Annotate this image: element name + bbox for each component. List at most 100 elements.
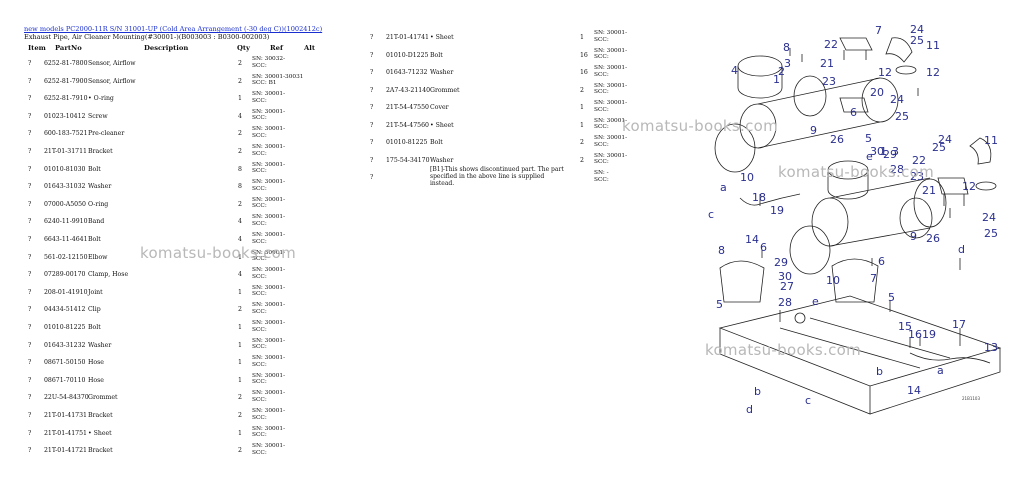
svg-text:26: 26 bbox=[926, 232, 940, 245]
partno-cell: 21T-01-41731 bbox=[44, 412, 87, 419]
partno-cell: 21T-01-41751 bbox=[44, 429, 87, 437]
watermark: komatsu-books.com bbox=[778, 163, 935, 181]
svg-text:25: 25 bbox=[984, 227, 998, 240]
partno-cell: 21T-54-47560 bbox=[386, 121, 429, 129]
description-cell: Clip bbox=[88, 306, 101, 314]
item-cell: ? bbox=[28, 376, 32, 384]
partno-cell: 08671-50150 bbox=[44, 359, 86, 367]
description-cell: Joint bbox=[88, 288, 103, 296]
item-cell: ? bbox=[370, 51, 374, 59]
item-cell: ? bbox=[28, 130, 32, 138]
col-description: Description bbox=[144, 44, 189, 52]
description-cell: Cover bbox=[430, 104, 449, 111]
description-cell: Bolt bbox=[430, 51, 443, 59]
description-cell: Hose bbox=[88, 376, 104, 384]
svg-text:17: 17 bbox=[952, 318, 966, 331]
qty-cell: 4 bbox=[238, 218, 242, 226]
ref-cell: SN: 30001- SCC: bbox=[252, 108, 286, 122]
partno-cell: 01643-71232 bbox=[386, 69, 428, 76]
svg-text:27: 27 bbox=[780, 280, 794, 293]
item-cell: ? bbox=[28, 183, 32, 191]
diagram-code: 21B1103 bbox=[962, 396, 980, 401]
item-cell: ? bbox=[28, 60, 32, 67]
item-cell: ? bbox=[28, 253, 32, 261]
partno-cell: 21T-01-31711 bbox=[44, 148, 87, 155]
svg-text:6: 6 bbox=[850, 106, 857, 119]
qty-cell: 8 bbox=[238, 183, 242, 191]
qty-cell: 4 bbox=[238, 112, 242, 120]
ref-cell: SN: 30001- SCC: bbox=[594, 100, 628, 113]
ref-cell: SN: 30001- SCC: bbox=[252, 144, 286, 157]
description-cell: Bolt bbox=[88, 165, 101, 173]
description-cell: • Sheet bbox=[430, 121, 454, 129]
svg-text:9: 9 bbox=[910, 230, 917, 243]
description-cell: O-ring bbox=[88, 200, 109, 208]
qty-cell: 1 bbox=[238, 429, 242, 437]
ref-cell: SN: 30001- SCC: bbox=[252, 91, 286, 104]
description-cell: Screw bbox=[88, 112, 108, 120]
description-cell: Bracket bbox=[88, 148, 113, 155]
ref-cell: SN: 30001- SCC: bbox=[252, 443, 286, 456]
svg-text:c: c bbox=[805, 394, 811, 407]
svg-text:24: 24 bbox=[890, 93, 904, 106]
svg-text:26: 26 bbox=[830, 133, 844, 146]
ref-cell: SN: 30001- SCC: bbox=[252, 232, 286, 245]
ref-cell: SN: - SCC: bbox=[594, 170, 609, 183]
partno-cell: 07289-00170 bbox=[44, 271, 86, 279]
description-cell: Sensor, Airflow bbox=[88, 77, 136, 85]
item-cell: ? bbox=[370, 121, 374, 129]
model-link[interactable]: new models PC2000-11R S/N 31001-UP (Cold… bbox=[24, 25, 323, 33]
description-cell: • O-ring bbox=[88, 95, 114, 103]
partno-cell: 01023-10412 bbox=[44, 112, 86, 120]
svg-text:8: 8 bbox=[718, 244, 725, 257]
qty-cell: 8 bbox=[238, 165, 242, 173]
description-cell: Pre-cleaner bbox=[88, 130, 125, 138]
item-cell: ? bbox=[28, 165, 32, 173]
ref-cell: SN: 30001-30031 SCC: B1 bbox=[252, 73, 304, 87]
qty-cell: 2 bbox=[238, 130, 242, 138]
description-cell: Washer bbox=[430, 156, 454, 164]
ref-cell: SN: 30001- SCC: bbox=[252, 355, 286, 368]
item-cell: ? bbox=[28, 77, 32, 85]
svg-text:7: 7 bbox=[870, 272, 877, 285]
item-cell: ? bbox=[28, 341, 32, 349]
svg-text:11: 11 bbox=[926, 39, 940, 52]
item-cell: ? bbox=[370, 104, 374, 111]
partno-cell: 22U-54-84370 bbox=[44, 394, 89, 402]
item-cell: ? bbox=[28, 306, 32, 314]
ref-cell: SN: 30001- SCC: bbox=[594, 117, 628, 131]
item-cell: ? bbox=[28, 95, 32, 103]
qty-cell: 16 bbox=[580, 69, 588, 76]
svg-text:29: 29 bbox=[883, 148, 897, 161]
ref-cell: SN: 30001- SCC: bbox=[252, 302, 286, 315]
qty-cell: 1 bbox=[238, 341, 242, 349]
watermark: komatsu-books.com bbox=[140, 244, 297, 262]
ref-cell: SN: 30001- SCC: bbox=[594, 30, 628, 43]
partno-cell: 01010-81030 bbox=[44, 165, 86, 173]
col-qty: Qty bbox=[237, 44, 251, 52]
qty-cell: 1 bbox=[238, 324, 242, 331]
item-cell: ? bbox=[28, 148, 32, 155]
qty-cell: 1 bbox=[238, 253, 242, 261]
svg-text:22: 22 bbox=[824, 38, 838, 51]
svg-text:14: 14 bbox=[745, 233, 759, 246]
description-cell: Bolt bbox=[88, 236, 101, 243]
svg-text:29: 29 bbox=[774, 256, 788, 269]
svg-text:22: 22 bbox=[912, 154, 926, 167]
partno-cell: 01010-D1225 bbox=[386, 51, 429, 59]
watermark: komatsu-books.com bbox=[622, 117, 779, 135]
ref-cell: SN: 30001- SCC: bbox=[252, 179, 286, 192]
svg-text:15: 15 bbox=[898, 320, 912, 333]
svg-text:19: 19 bbox=[922, 328, 936, 341]
item-cell: ? bbox=[370, 86, 374, 94]
